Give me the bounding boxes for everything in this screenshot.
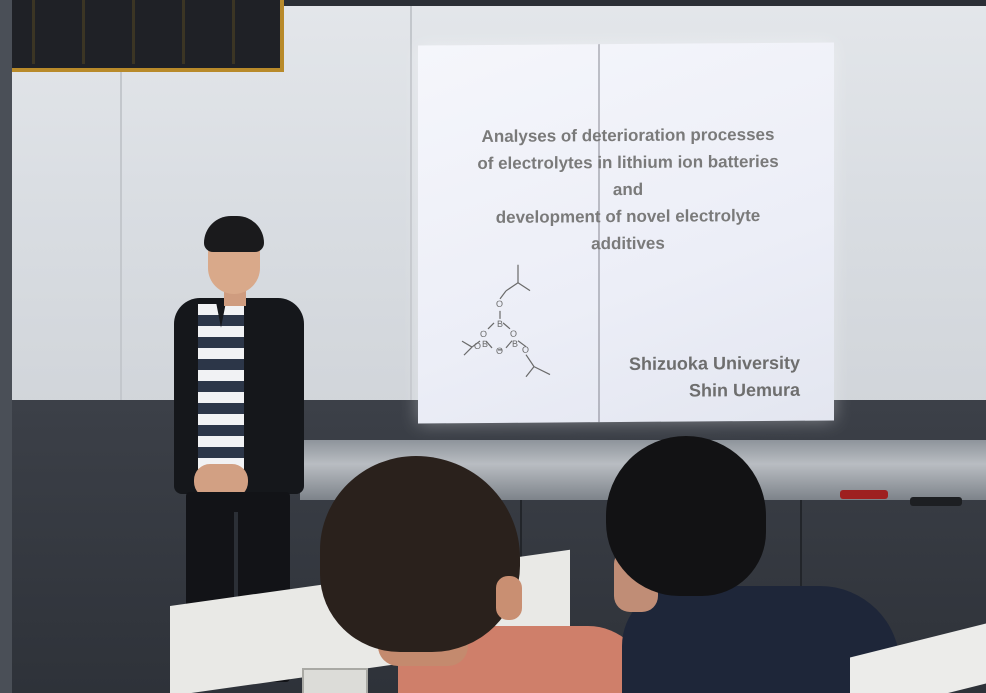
slide-title-line: and bbox=[612, 179, 644, 200]
slide-title-line: development of novel electrolyte bbox=[495, 206, 761, 227]
boroxine-molecule-diagram: O B O O B B O O O bbox=[461, 264, 551, 378]
boron-atom-label: B bbox=[497, 319, 503, 329]
audience-ear bbox=[496, 576, 522, 620]
oxygen-atom-label: O bbox=[522, 345, 529, 355]
ceiling-slat bbox=[32, 0, 35, 64]
slide-title-line: Analyses of deterioration processes bbox=[481, 124, 775, 147]
projected-slide: Analyses of deterioration processes of e… bbox=[418, 42, 834, 424]
audience-hair bbox=[320, 456, 520, 652]
oxygen-atom-label: O bbox=[480, 329, 487, 339]
audience-member-right bbox=[600, 436, 900, 693]
slide-author: Shin Uemura bbox=[688, 379, 800, 401]
ceiling-slat bbox=[182, 0, 185, 64]
ceiling-panel bbox=[12, 0, 284, 72]
red-marker bbox=[840, 490, 888, 499]
oxygen-atom-label: O bbox=[510, 329, 517, 339]
board-seam bbox=[120, 6, 122, 436]
presenter-striped-shirt bbox=[198, 304, 244, 474]
audience-member-left bbox=[318, 456, 648, 693]
black-marker bbox=[910, 497, 962, 506]
desk-power-outlet bbox=[302, 668, 368, 693]
oxygen-atom-label: O bbox=[496, 299, 503, 309]
board-seam bbox=[410, 6, 412, 436]
ceiling-slat bbox=[82, 0, 85, 64]
slide-title-line: of electrolytes in lithium ion batteries bbox=[477, 151, 779, 174]
left-door-frame bbox=[0, 0, 12, 693]
slide-affiliation: Shizuoka University bbox=[628, 352, 800, 374]
audience-hair bbox=[606, 436, 766, 596]
ceiling-slat bbox=[132, 0, 135, 64]
presenter-hair bbox=[204, 216, 264, 252]
oxygen-atom-label: O bbox=[496, 346, 503, 356]
boron-atom-label: B bbox=[512, 339, 518, 349]
oxygen-atom-label: O bbox=[474, 341, 481, 351]
slide-affiliation-block: Shizuoka University Shin Uemura bbox=[629, 350, 800, 405]
slide-title-line: additives bbox=[591, 233, 665, 254]
boron-atom-label: B bbox=[482, 339, 488, 349]
ceiling-slat bbox=[232, 0, 235, 64]
slide-title: Analyses of deterioration processes of e… bbox=[432, 121, 824, 259]
